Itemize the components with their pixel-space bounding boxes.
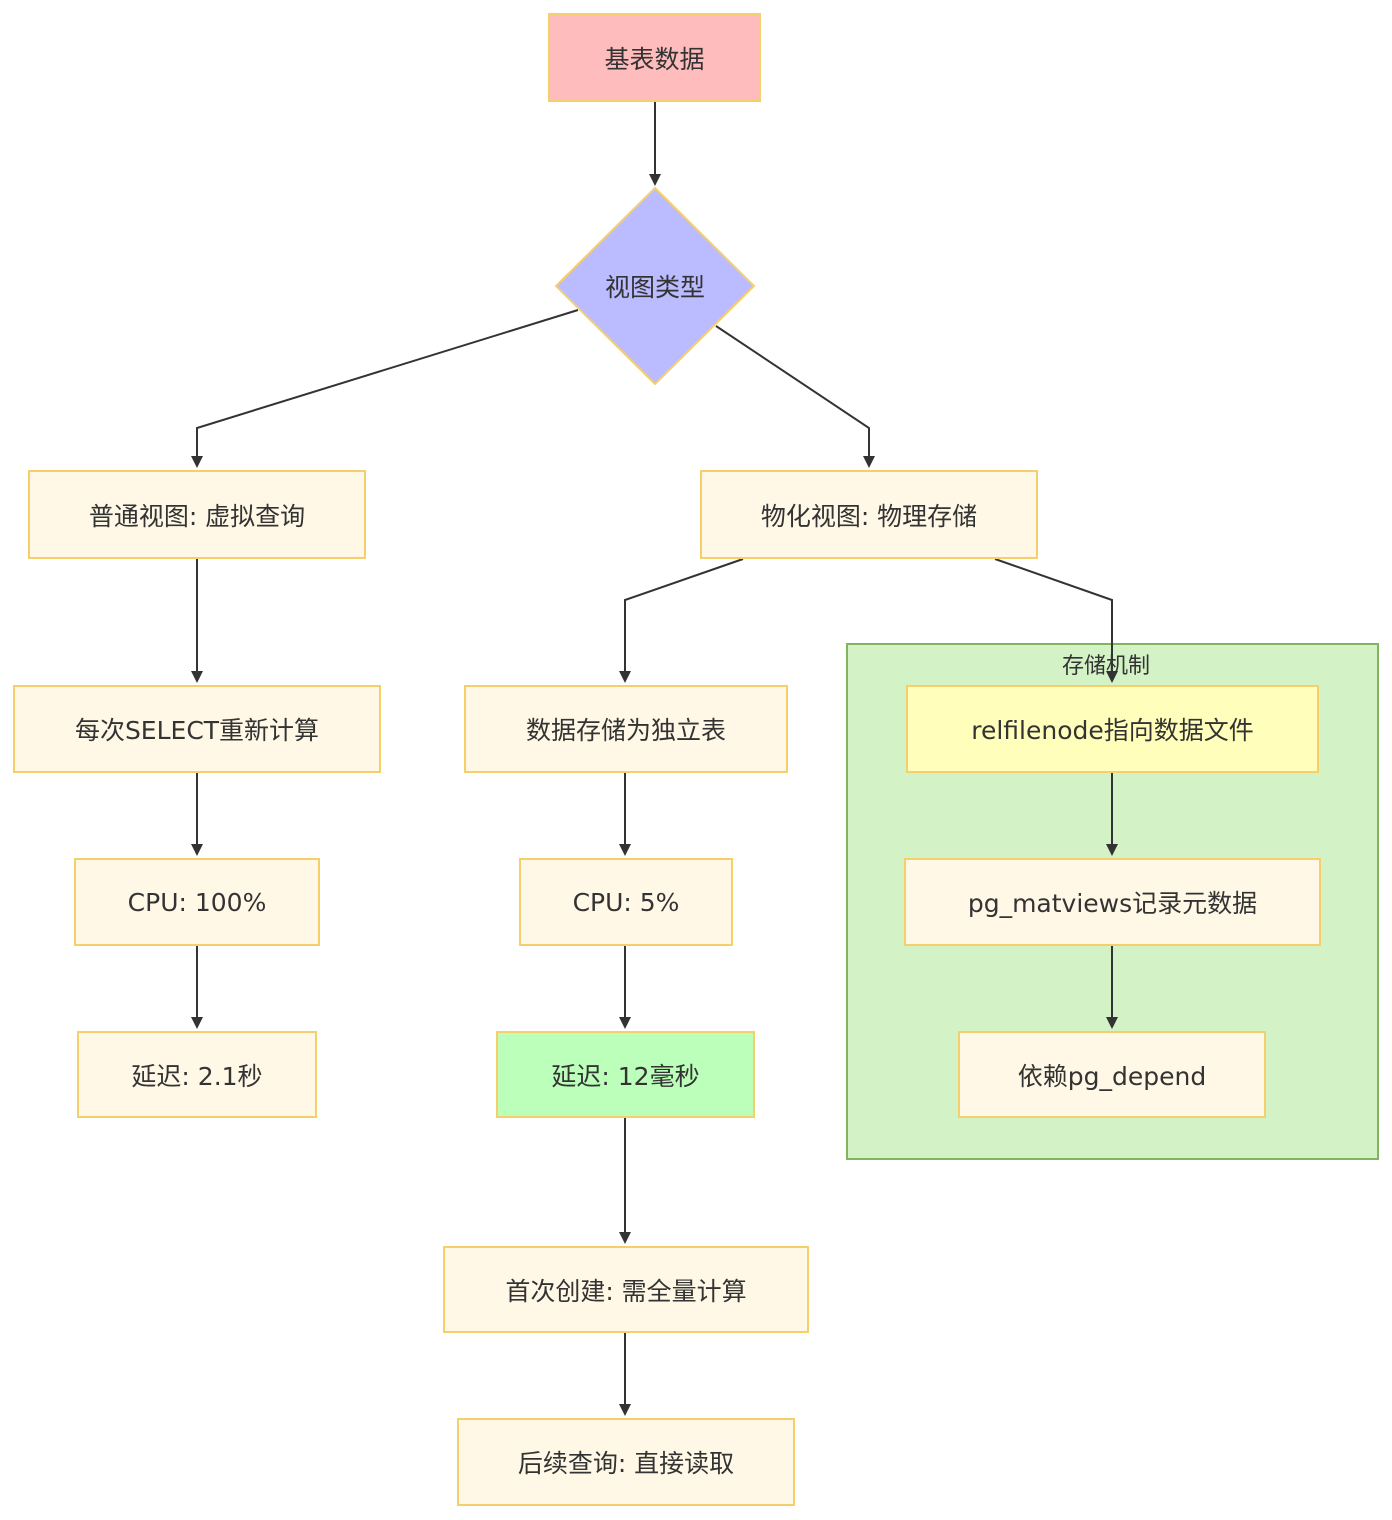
edge-decision-to-normal-view	[191, 309, 579, 468]
node-latency-normal: 延迟: 2.1秒	[77, 1031, 317, 1118]
node-recompute: 每次SELECT重新计算	[13, 685, 381, 773]
node-latency-mat: 延迟: 12毫秒	[496, 1031, 755, 1118]
decision-diamond-shape	[554, 186, 756, 386]
node-normal-view: 普通视图: 虚拟查询	[28, 470, 366, 559]
edge-mat-to-relfilenode	[994, 558, 1118, 683]
node-view-type: 视图类型	[604, 273, 705, 302]
cluster-label: 存储机制	[1061, 654, 1150, 679]
node-independent-table: 数据存储为独立表	[464, 685, 788, 773]
node-base-data: 基表数据	[548, 13, 761, 102]
node-relfilenode: relfilenode指向数据文件	[906, 685, 1319, 773]
edge-mat-to-independent	[619, 558, 744, 683]
node-materialized-view: 物化视图: 物理存储	[700, 470, 1038, 559]
node-pg-matviews: pg_matviews记录元数据	[904, 858, 1321, 946]
node-first-create: 首次创建: 需全量计算	[443, 1246, 809, 1333]
node-pg-depend: 依赖pg_depend	[958, 1031, 1266, 1118]
node-cpu-5: CPU: 5%	[519, 858, 733, 946]
edge-decision-to-mat-view	[715, 325, 875, 468]
node-subsequent-query: 后续查询: 直接读取	[457, 1418, 795, 1506]
node-cpu-100: CPU: 100%	[74, 858, 320, 946]
